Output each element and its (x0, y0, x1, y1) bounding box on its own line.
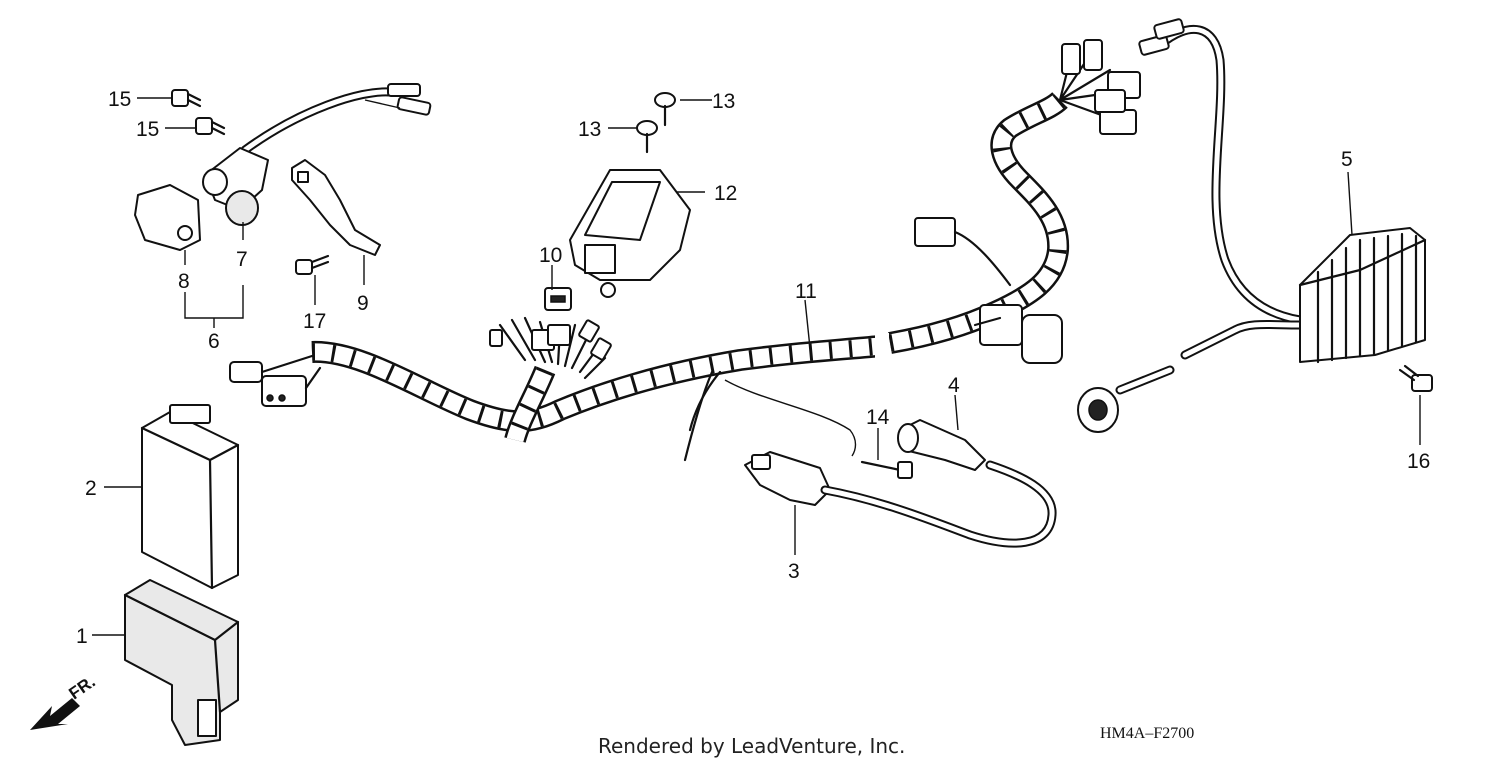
callout-15-lower: 15 (136, 118, 159, 141)
bolt-13-lower[interactable] (636, 120, 658, 154)
switch-assembly[interactable] (202, 83, 432, 226)
main-wire-harness[interactable] (229, 39, 1141, 462)
callout-10: 10 (539, 244, 562, 267)
cdi-rubber-case[interactable] (123, 579, 240, 746)
credit-text: Rendered by LeadVenture, Inc. (598, 734, 905, 758)
callout-8: 8 (178, 270, 190, 293)
callout-14: 14 (866, 406, 890, 429)
diagram-code: HM4A–F2700 (1100, 725, 1194, 742)
flange-bolt-16[interactable] (1398, 364, 1433, 392)
spark-plug-cap[interactable] (897, 419, 986, 471)
callout-2: 2 (85, 477, 97, 500)
callout-9: 9 (357, 292, 369, 315)
bolt-14[interactable] (860, 460, 913, 479)
leader-lines (92, 97, 1421, 636)
callout-6: 6 (208, 330, 220, 353)
callout-12: 12 (714, 182, 737, 205)
callout-17: 17 (303, 310, 326, 333)
callout-7: 7 (236, 248, 248, 271)
bolt-17[interactable] (295, 254, 330, 275)
callout-1: 1 (76, 625, 88, 648)
switch-8[interactable] (134, 184, 201, 251)
bracket-9[interactable] (291, 159, 381, 256)
regulator-rectifier[interactable] (1077, 18, 1427, 433)
callout-16: 16 (1407, 450, 1430, 473)
cdi-unit[interactable] (140, 404, 240, 590)
small-relay-10[interactable] (544, 287, 572, 311)
starter-relay[interactable] (569, 169, 691, 298)
callout-13-upper: 13 (712, 90, 735, 113)
ignition-coil[interactable] (744, 451, 1057, 548)
front-label: FR. (65, 672, 98, 703)
callout-5: 5 (1341, 148, 1353, 171)
front-direction-arrow: FR. (30, 672, 99, 730)
arrow-left-down-icon (30, 698, 80, 730)
callout-11: 11 (795, 280, 817, 303)
callout-3: 3 (788, 560, 800, 583)
callout-labels: 15 15 13 13 12 10 11 5 16 4 14 3 2 1 9 7… (76, 88, 1430, 648)
bolt-13-upper[interactable] (654, 92, 676, 127)
callout-4: 4 (948, 374, 960, 397)
callout-15-upper: 15 (108, 88, 131, 111)
callout-13-lower: 13 (578, 118, 601, 141)
